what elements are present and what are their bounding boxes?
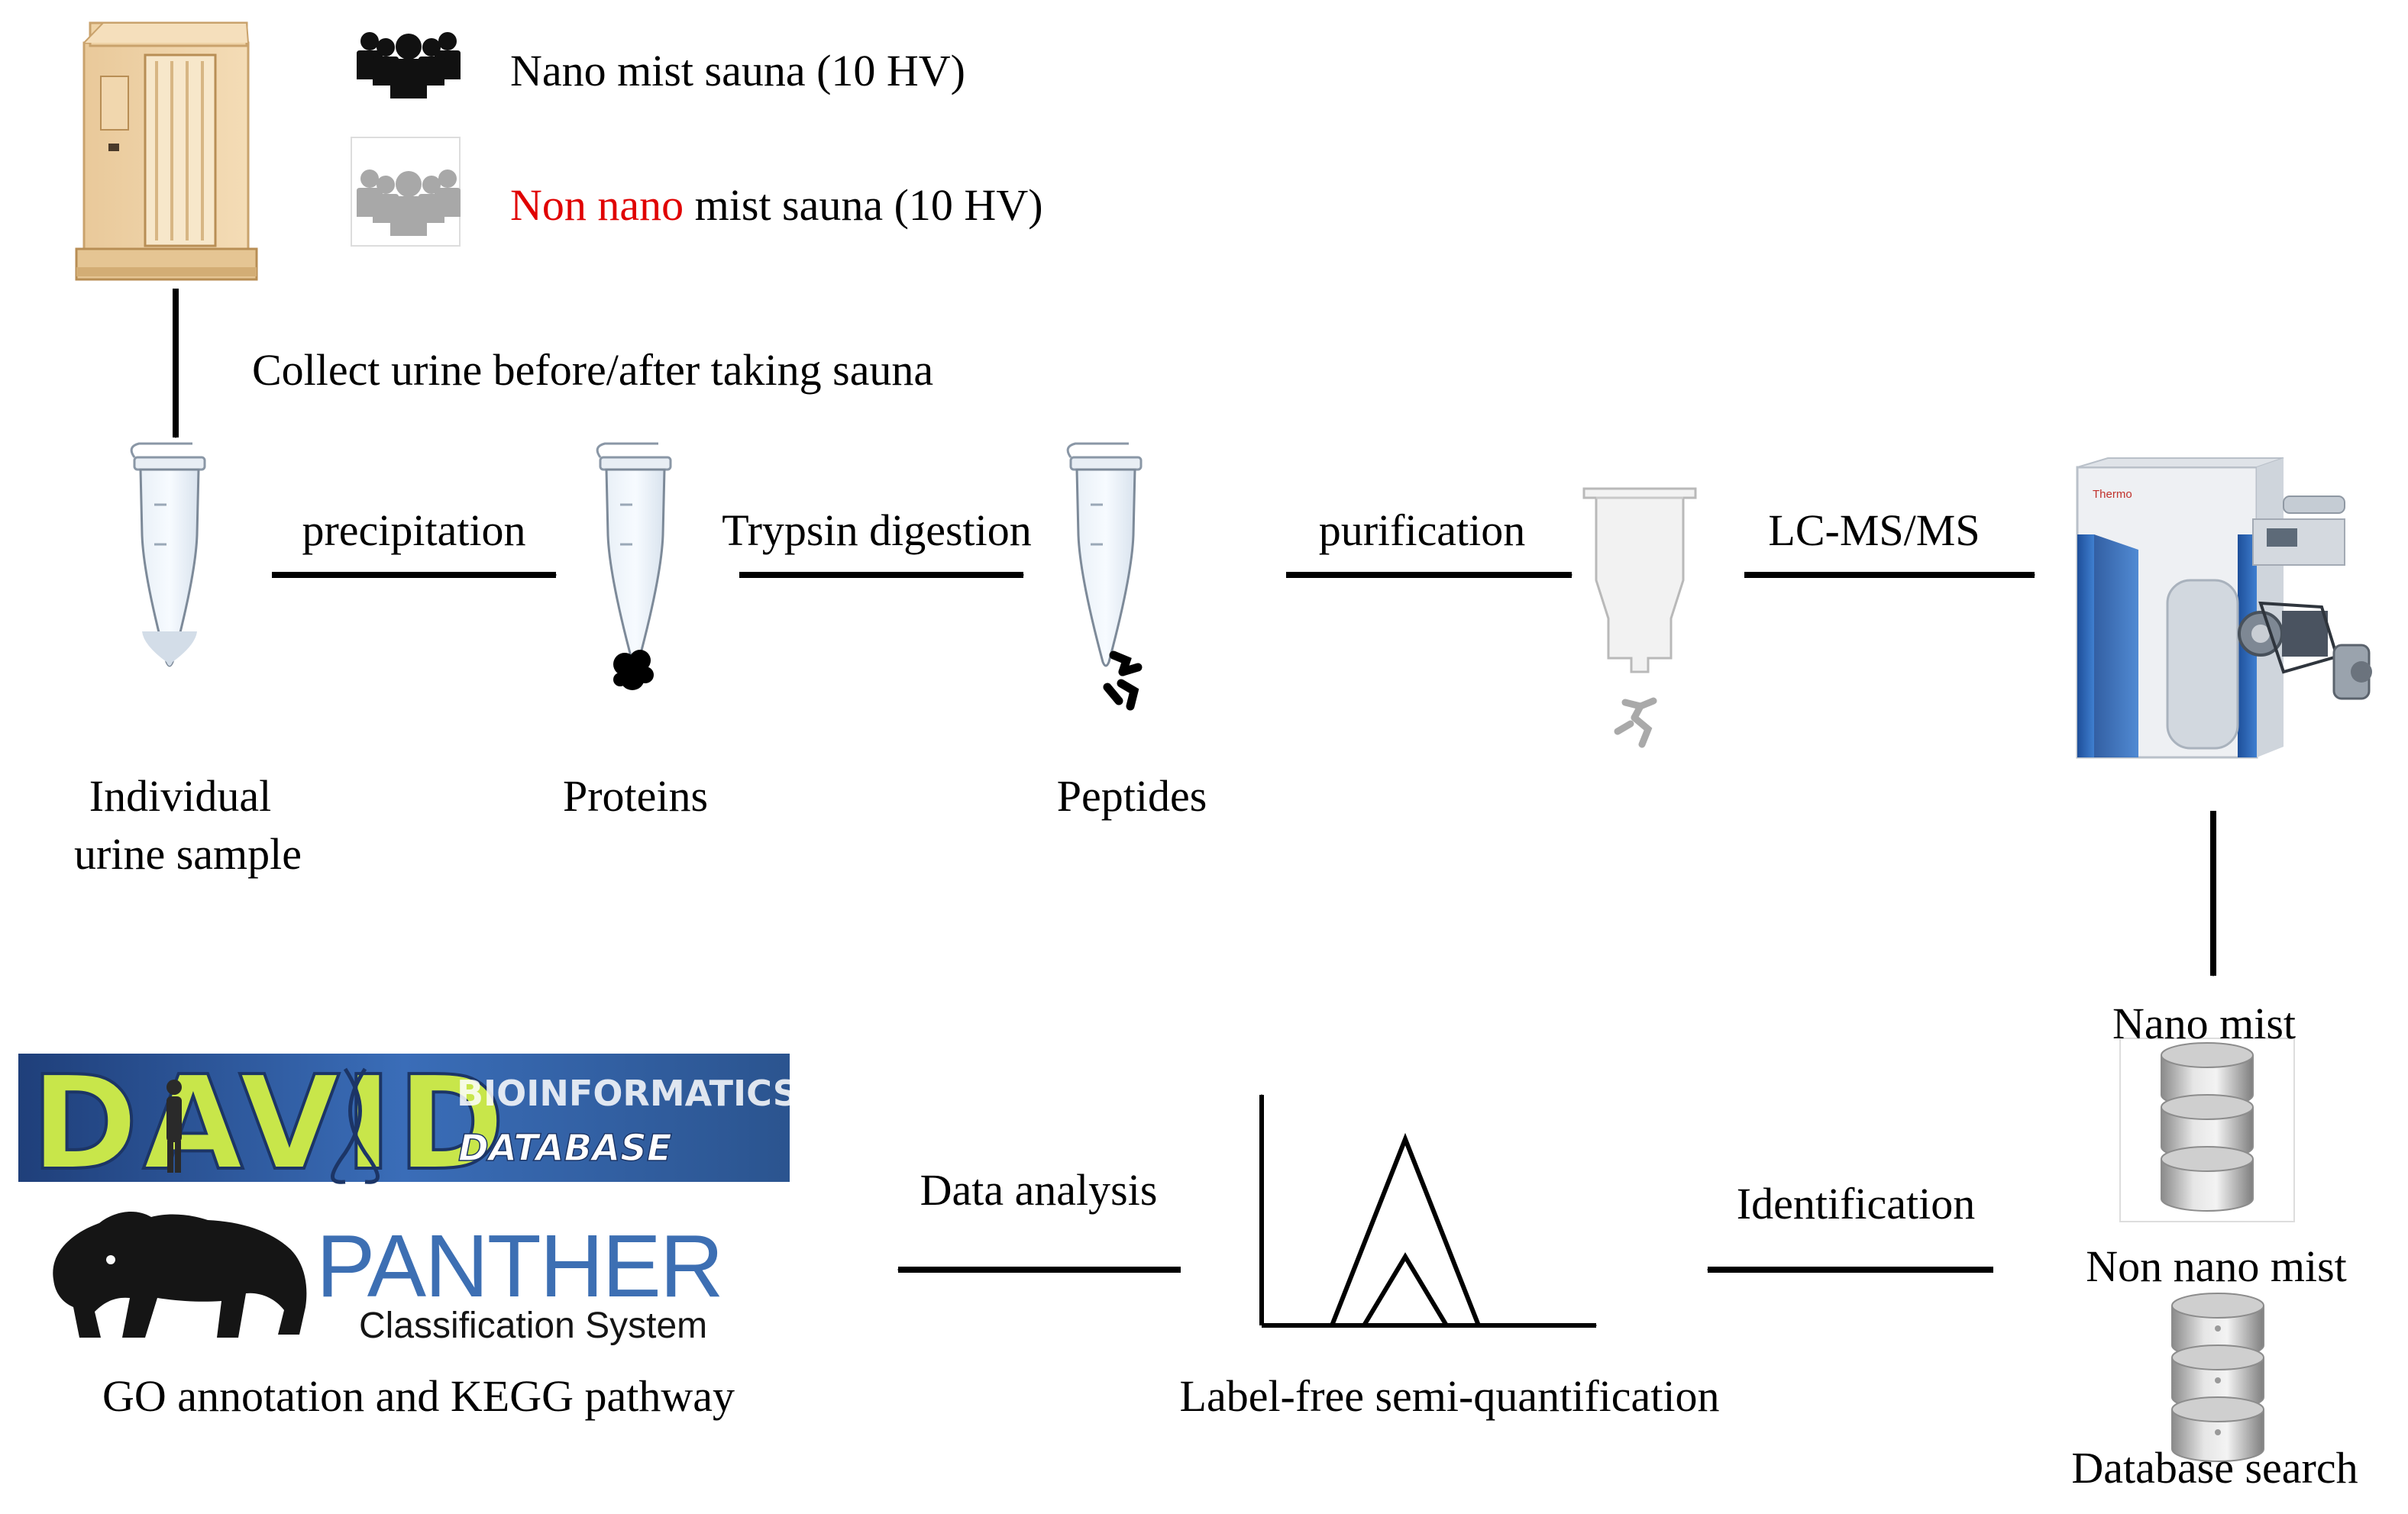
data-analysis-label: Data analysis bbox=[920, 1165, 1158, 1215]
david-line2: DATABASE bbox=[458, 1127, 672, 1170]
panther-icon bbox=[53, 1212, 307, 1338]
protein-clump-icon bbox=[613, 650, 654, 690]
dna-icon bbox=[331, 1067, 380, 1184]
peptide-fragments-icon bbox=[1103, 650, 1143, 711]
human-figure-icon bbox=[166, 1080, 182, 1173]
mass-spectrometer-icon: Thermo bbox=[2076, 457, 2372, 759]
identification-label: Identification bbox=[1736, 1179, 1976, 1228]
spin-column-icon bbox=[1582, 487, 1697, 748]
nano-group-label: Nano mist sauna (10 HV) bbox=[510, 46, 966, 95]
database-search-label: Database search bbox=[2071, 1443, 2358, 1493]
ms-brand-label: Thermo bbox=[2093, 488, 2132, 501]
microtube-icon bbox=[130, 442, 206, 667]
david-line1: BIOINFORMATICS bbox=[457, 1073, 798, 1114]
lcms-label: LC-MS/MS bbox=[1768, 505, 1980, 555]
non-nano-mist-db-label: Non nano mist bbox=[2086, 1241, 2347, 1291]
non-nano-highlight: Non nano bbox=[510, 180, 684, 230]
database-stack-icon bbox=[2119, 1038, 2295, 1222]
trypsin-digestion-label: Trypsin digestion bbox=[722, 505, 1032, 555]
go-kegg-label: GO annotation and KEGG pathway bbox=[102, 1371, 735, 1421]
peak-chart-icon bbox=[1259, 1093, 1598, 1328]
proteins-label: Proteins bbox=[562, 771, 709, 821]
urine-sample-label-line2: urine sample bbox=[74, 829, 302, 879]
panther-title: PANTHER bbox=[316, 1216, 722, 1315]
microtube-icon bbox=[1066, 442, 1143, 667]
microtube-icon bbox=[596, 442, 672, 667]
collect-urine-label: Collect urine before/after taking sauna bbox=[252, 345, 934, 395]
people-group-icon bbox=[351, 137, 461, 247]
purification-label: purification bbox=[1318, 505, 1526, 555]
non-nano-rest: mist sauna (10 HV) bbox=[684, 180, 1043, 230]
nano-mist-db-label: Nano mist bbox=[2112, 999, 2296, 1048]
david-main-text: DAVID bbox=[31, 1048, 509, 1199]
panther-logo: PANTHER Classification System bbox=[53, 1212, 724, 1346]
urine-sample-label-line1: Individual bbox=[89, 771, 272, 821]
non-nano-group-label: Non nano mist sauna (10 HV) bbox=[510, 183, 1043, 228]
panther-subtitle: Classification System bbox=[359, 1306, 707, 1346]
label-free-quant-label: Label-free semi-quantification bbox=[1179, 1371, 1720, 1421]
david-logo: DAVID BIOINFORMATICS DATABASE bbox=[18, 1047, 798, 1201]
sauna-cabin-icon bbox=[75, 21, 258, 281]
peptides-label: Peptides bbox=[1056, 771, 1207, 821]
people-group-icon bbox=[357, 32, 461, 98]
database-stack-icon bbox=[2171, 1293, 2264, 1462]
precipitation-label: precipitation bbox=[302, 505, 526, 555]
